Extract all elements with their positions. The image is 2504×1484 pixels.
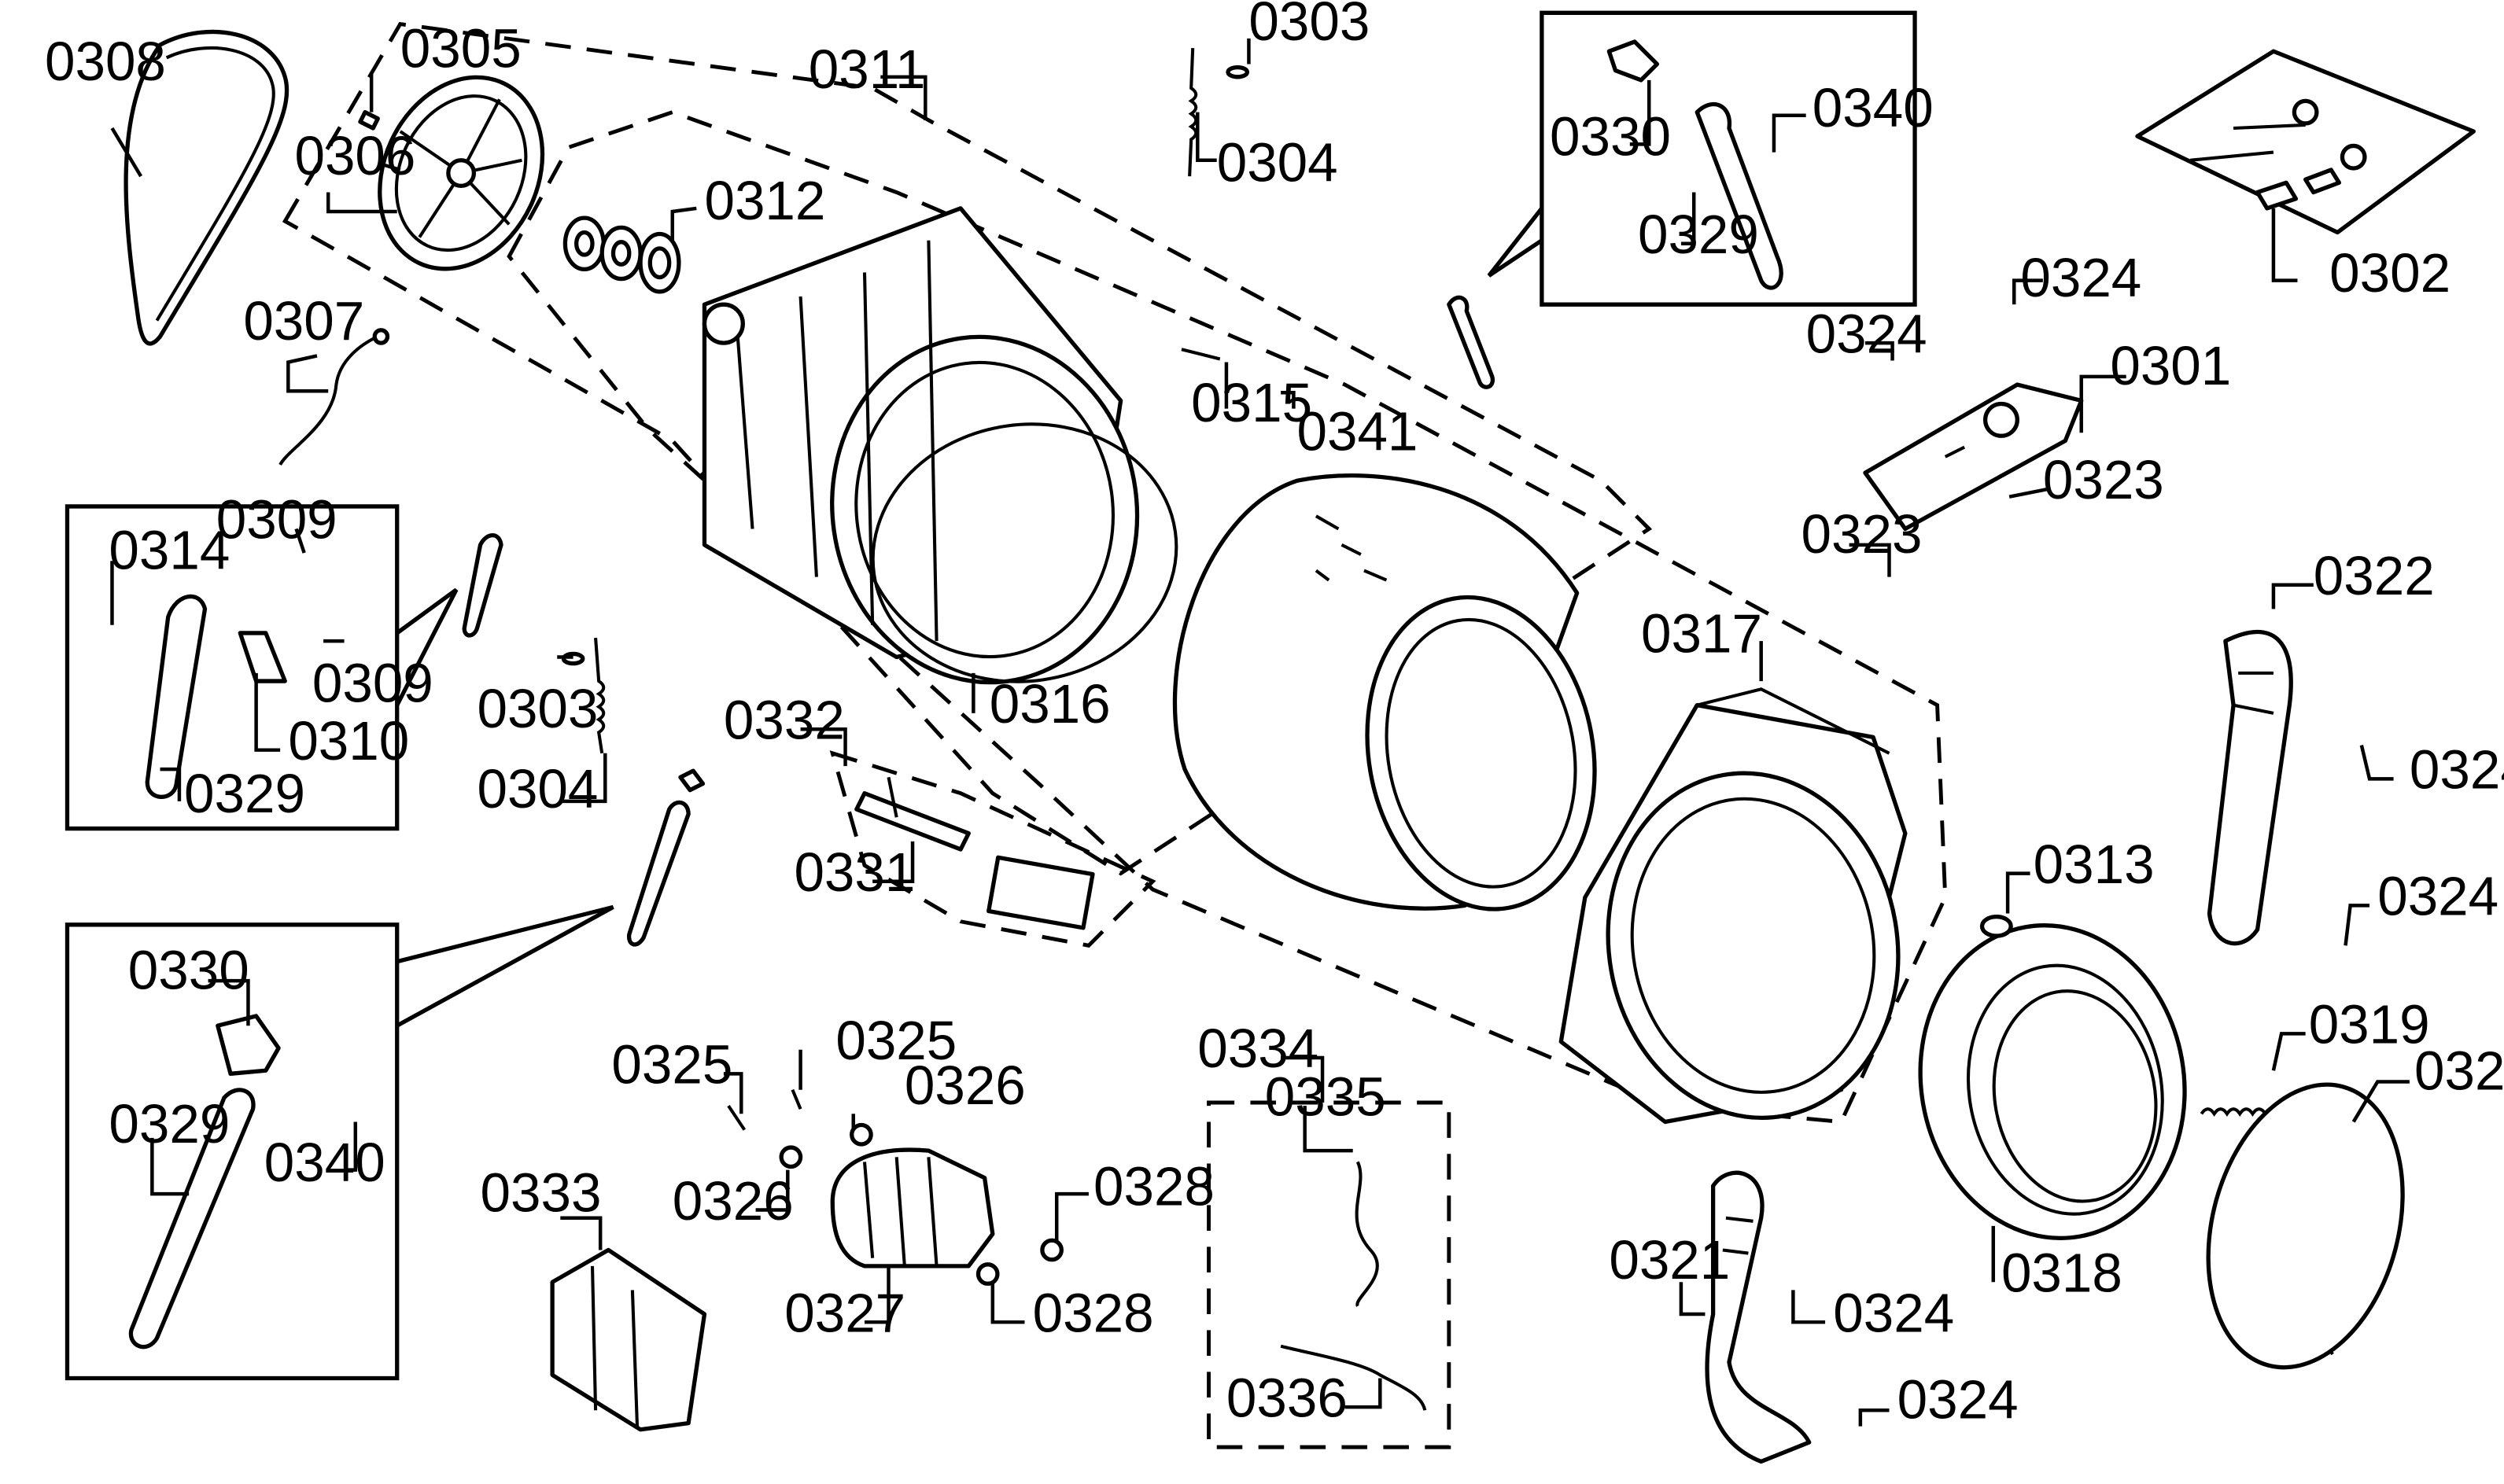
label-0305: 0305 [400,18,522,79]
tub-icon [702,206,1178,685]
label-0328a: 0328 [1093,1155,1215,1217]
drum-icon [1172,473,1597,911]
bolt-icon [358,109,380,131]
dashed-outline-heater-group [829,750,1156,948]
leader-lines [110,38,2410,1427]
hardware-bag-icon [2135,49,2476,235]
label-0324a: 0324 [2020,247,2141,308]
label-0303b: 0303 [477,678,598,739]
label-0324c: 0324 [2410,739,2504,801]
bracket-icon [1863,382,2084,532]
label-0323b: 0323 [1801,503,1923,565]
inset-box-top-damper [1487,10,1917,307]
label-0326a: 0326 [905,1055,1026,1116]
bearing-icon [562,215,681,294]
label-0324b: 0324 [1806,303,1927,364]
label-0329b: 0329 [184,763,305,824]
label-0324d: 0324 [2377,866,2498,927]
damper-icon [462,295,1495,947]
front-tub-icon [1558,687,1908,1125]
label-0304a: 0304 [1217,131,1338,193]
label-0306: 0306 [294,125,415,186]
label-0333: 0333 [481,1162,602,1224]
label-0302: 0302 [2329,242,2451,304]
counterweight-icon [2207,630,2293,946]
label-0325b: 0325 [835,1010,957,1071]
clamp-ring-icon [2206,1082,2405,1370]
wire-harness-icon [1280,1161,1427,1411]
dashed-outline-tub-group [282,21,1653,876]
label-0330a: 0330 [1550,106,1671,168]
part-labels: 0308 0305 0306 0307 0311 0312 0303 0304 … [45,0,2504,1430]
label-0327: 0327 [784,1282,905,1343]
inset-box-left-damper [65,504,459,831]
damper-icon [1606,39,1783,290]
label-0328b: 0328 [1033,1282,1154,1343]
label-0323a: 0323 [2043,449,2164,510]
label-0314: 0314 [109,519,230,580]
label-0318: 0318 [2001,1242,2122,1303]
label-0340b: 0340 [264,1132,385,1193]
counterweight-icon [1705,1170,1812,1464]
label-0307: 0307 [243,290,364,352]
label-0329c: 0329 [109,1093,230,1154]
label-0324e: 0324 [1833,1282,1954,1343]
label-0329a: 0329 [1638,204,1759,265]
control-module-icon [550,1247,707,1432]
label-0317: 0317 [1641,602,1762,664]
label-0321: 0321 [1609,1229,1730,1291]
label-0309a: 0309 [216,489,337,551]
dashed-outline-drum-group [507,110,1948,1125]
label-0336: 0336 [1226,1367,1348,1428]
door-seal-icon [1918,923,2187,1240]
label-0326b: 0326 [673,1170,794,1232]
bolt-icon [1181,348,1221,361]
label-0310: 0310 [288,710,409,771]
damper-icon [145,594,287,799]
label-0319: 0319 [2309,994,2430,1055]
label-0312: 0312 [704,170,825,231]
label-0316: 0316 [990,673,1111,735]
label-0303a: 0303 [1248,0,1370,52]
label-0340a: 0340 [1813,77,1934,138]
motor-icon [830,1147,995,1269]
clamp-ring-icon [1979,914,2013,938]
label-0324f: 0324 [1897,1368,2019,1430]
label-0322: 0322 [2314,545,2435,606]
belt-icon [124,29,289,346]
label-0330b: 0330 [128,939,249,1000]
label-0313: 0313 [2034,834,2155,895]
label-0341: 0341 [1296,401,1418,462]
label-0309b: 0309 [312,653,433,714]
bolt-icon [727,1088,1064,1286]
label-0335: 0335 [1265,1066,1386,1127]
label-0301: 0301 [2110,335,2231,396]
label-0331: 0331 [794,841,915,903]
label-0308: 0308 [45,31,166,92]
label-0304b: 0304 [477,758,598,819]
label-0325a: 0325 [611,1034,732,1096]
label-0334: 0334 [1197,1018,1318,1079]
label-0311: 0311 [809,39,926,100]
label-0332: 0332 [724,689,845,750]
wire-harness-icon [278,328,390,466]
heater-icon [854,776,1095,930]
inset-box-bottom-damper [65,904,614,1381]
label-0315: 0315 [1191,372,1312,433]
damper-icon [128,1014,281,1350]
pulley-icon [378,75,545,271]
